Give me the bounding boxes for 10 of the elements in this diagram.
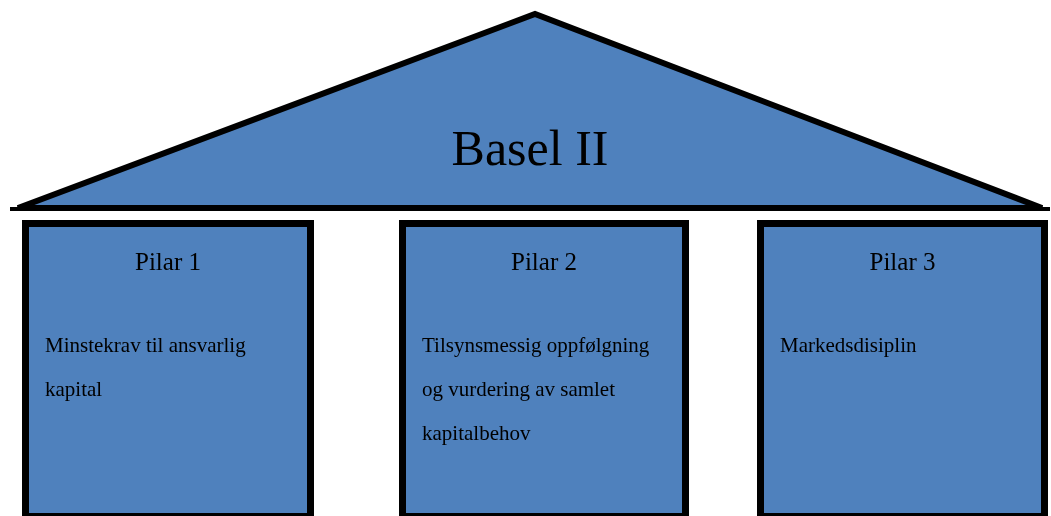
pillar-description: Minstekrav til ansvarlig kapital [45,332,247,403]
pillar-box [757,220,1048,516]
pillar-box [22,220,314,516]
pillar-heading: Pilar 2 [510,247,578,277]
pillar-heading: Pilar 1 [134,247,202,277]
pillar-box [399,220,689,516]
roof-title: Basel II [450,119,610,178]
pillar-description: Tilsynsmessig oppfølgning og vurdering av samlet kapitalbehov [422,332,651,447]
pillar-heading: Pilar 3 [868,247,937,277]
pillar-description: Markedsdisiplin [780,332,918,359]
